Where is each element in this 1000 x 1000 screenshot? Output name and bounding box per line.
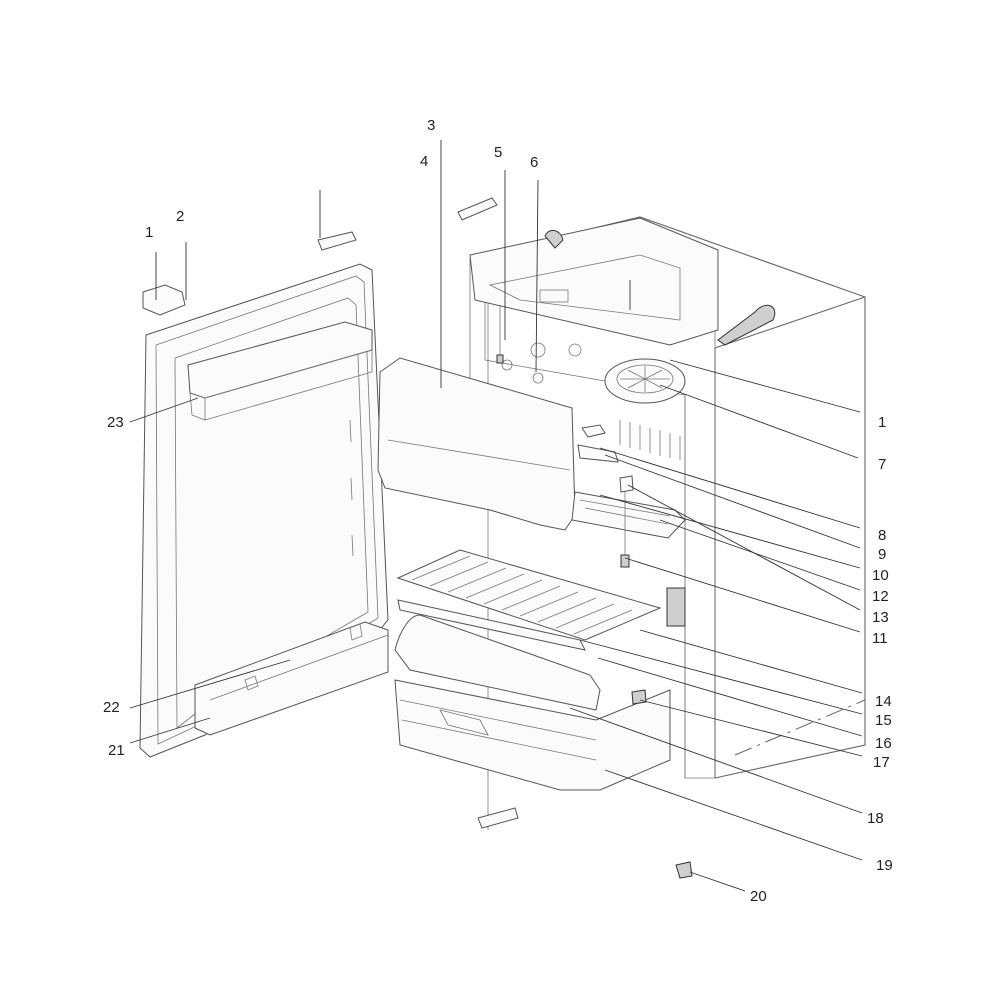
door-bin-bottom [194, 621, 389, 736]
drip-tray [571, 491, 686, 539]
ice-tray [577, 444, 619, 463]
callout-6: 6 [530, 154, 538, 171]
callout-3: 3 [427, 117, 435, 134]
leader-lines [129, 140, 863, 892]
door-assembly [139, 231, 389, 758]
callout-1-door: 1 [145, 224, 153, 241]
crisper-lid [394, 614, 601, 711]
freezer-door-flap [377, 357, 576, 531]
cabinet-front-face [484, 279, 716, 779]
callout-13: 13 [872, 609, 889, 626]
top-strap-right [717, 304, 776, 346]
control-panel [469, 217, 719, 346]
callout-21: 21 [108, 742, 125, 759]
callout-18: 18 [867, 810, 884, 827]
top-strap-left [544, 230, 564, 249]
callout-2: 2 [176, 208, 184, 225]
crisper-bin [394, 679, 671, 791]
hinge-clip [317, 231, 357, 251]
callout-4: 4 [420, 153, 428, 170]
callout-22: 22 [103, 699, 120, 716]
callout-15: 15 [875, 712, 892, 729]
callout-14: 14 [875, 693, 892, 710]
bottom-hinge [477, 807, 519, 829]
control-module [666, 587, 686, 627]
callout-19: 19 [876, 857, 893, 874]
callout-5: 5 [494, 144, 502, 161]
callout-labels: 1 2 3 4 5 6 1 7 8 9 10 12 13 11 14 15 16… [103, 117, 893, 905]
door-gasket [155, 275, 379, 745]
callout-11: 11 [872, 630, 888, 647]
callout-7: 7 [878, 456, 886, 473]
pin-17 [631, 689, 647, 705]
callout-20: 20 [750, 888, 767, 905]
screw-20 [675, 861, 693, 879]
callout-17: 17 [873, 754, 890, 771]
callout-16: 16 [875, 735, 892, 752]
callout-9: 9 [878, 546, 886, 563]
callout-8: 8 [878, 527, 886, 544]
door-hinge-top [142, 284, 186, 316]
callout-23: 23 [107, 414, 124, 431]
callout-1-cabinet: 1 [878, 414, 886, 431]
callout-10: 10 [872, 567, 889, 584]
cabinet-hinge-top [457, 197, 498, 221]
cabinet-assembly [377, 197, 866, 879]
callout-12: 12 [872, 588, 889, 605]
